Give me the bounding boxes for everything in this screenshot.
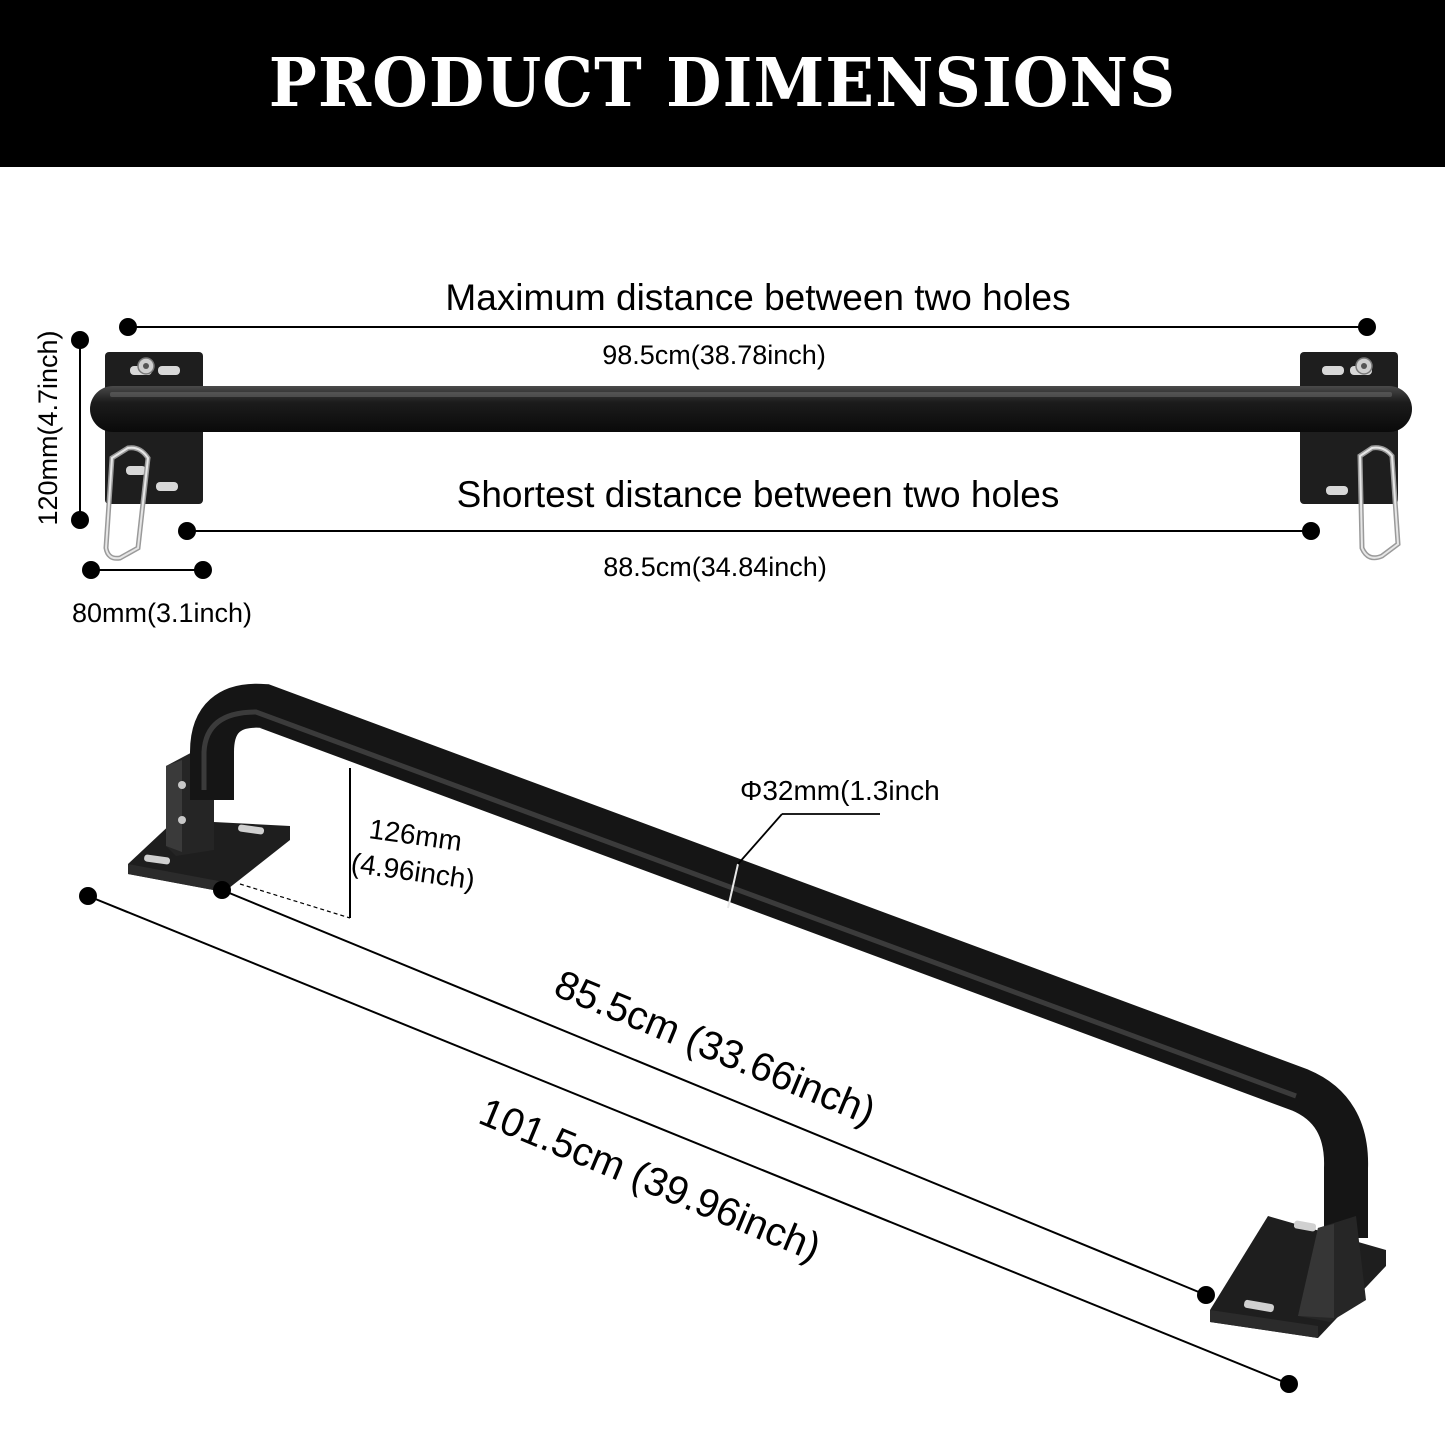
pull-up-bar-top-view [90,386,1412,432]
max-distance-label: Maximum distance between two holes [445,277,1070,318]
min-distance-value: 88.5cm(34.84inch) [603,552,827,582]
max-distance-value: 98.5cm(38.78inch) [602,340,826,370]
outer-length-start-dot [79,887,97,905]
page-title: PRODUCT DIMENSIONS [268,44,1177,123]
min-distance-right-dot [1302,522,1320,540]
min-distance-left-dot [178,522,196,540]
right-carabiner-highlight [1358,446,1400,559]
outer-length-end-dot [1280,1375,1298,1393]
top-view: Maximum distance between two holes 98.5c… [33,277,1412,628]
inner-length-end-dot [1197,1286,1215,1304]
right-base-plate [1210,1216,1386,1338]
max-distance-line [119,318,1376,336]
min-distance-label: Shortest distance between two holes [457,474,1060,515]
plate-height-line [71,331,89,529]
inner-length-start-dot [213,881,231,899]
diameter-value: Φ32mm(1.3inch [740,775,940,806]
inner-length-line [213,881,1215,1304]
perspective-view: Φ32mm(1.3inch 126mm (4.96inch) 85.5cm (3… [79,683,1386,1393]
left-carabiner-highlight [104,446,150,560]
title-banner: PRODUCT DIMENSIONS [0,0,1445,167]
left-base-plate [128,748,290,892]
diameter-callout [727,813,880,909]
pull-up-bar-perspective [190,683,1369,1238]
plate-height-value: 120mm(4.7inch) [33,330,63,525]
min-distance-line [178,522,1320,540]
inner-length-value: 85.5cm (33.66inch) [548,962,881,1134]
depth-dimension [239,768,351,919]
max-distance-left-dot [119,318,137,336]
plate-width-line [82,561,212,579]
plate-width-value: 80mm(3.1inch) [72,598,252,628]
max-distance-right-dot [1358,318,1376,336]
outer-length-line [79,887,1298,1393]
